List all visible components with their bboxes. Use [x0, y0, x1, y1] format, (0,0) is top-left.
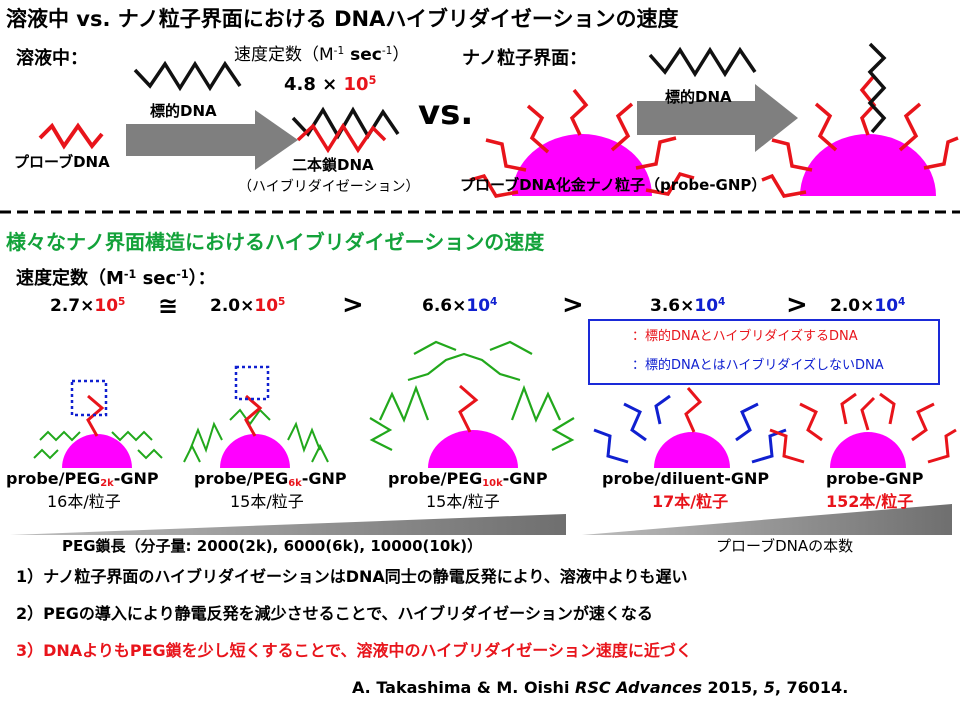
legend-red-text: ：標的DNAとハイブリダイズするDNA	[632, 329, 858, 344]
particle-probe-gnp	[769, 392, 957, 468]
target-dna-interface	[648, 46, 757, 78]
particle-label-diluent: probe/diluent-GNP	[602, 469, 770, 488]
particle-label-probe-gnp: probe-GNP	[826, 469, 924, 488]
relation-2: >	[342, 290, 364, 320]
peg-length-wedge	[10, 514, 566, 535]
solution-label: 溶液中：	[16, 48, 88, 69]
hybridized-target-top-right	[859, 42, 887, 136]
particle-count-diluent: 17本/粒子	[652, 492, 729, 511]
reaction-arrow-interface	[637, 84, 798, 152]
relation-1: ≅	[158, 292, 179, 320]
probe-strands-top-left	[469, 88, 695, 198]
particle-peg2k	[33, 379, 163, 468]
conclusion-1: 1）ナノ粒子界面のハイブリダイゼーションはDNA同士の静電反発により、溶液中より…	[16, 567, 688, 586]
rates-label: 速度定数（M-1 sec-1）：	[16, 267, 216, 289]
rate-value-3: 6.6×104	[422, 296, 498, 316]
probe-strands-top-right	[761, 102, 959, 198]
particle-diluent	[593, 387, 787, 468]
probe-axis-label: プローブDNAの本数	[716, 537, 854, 555]
duplex-dna-label: 二本鎖DNA	[292, 156, 374, 174]
target-dna-label-2: 標的DNA	[665, 88, 732, 106]
particle-label-peg10k: probe/PEG10k-GNP	[388, 469, 548, 489]
rate-value-5: 2.0×104	[830, 296, 906, 316]
reaction-arrow-solution	[126, 110, 298, 170]
particle-count-peg6k: 15本/粒子	[230, 492, 304, 511]
rate-value-2: 2.0×105	[210, 296, 286, 316]
rate-constant-label: 速度定数（M-1 sec-1）	[234, 45, 410, 65]
particle-count-probe-gnp: 152本/粒子	[826, 492, 914, 511]
interface-label: ナノ粒子界面：	[462, 48, 588, 69]
gnp-label: プローブDNA化金ナノ粒子（probe-GNP）	[460, 176, 767, 194]
section2-title: 様々なナノ界面構造におけるハイブリダイゼーションの速度	[6, 230, 545, 254]
conclusion-2: 2）PEGの導入により静電反発を減少させることで、ハイブリダイゼーションが速くな…	[16, 604, 653, 623]
target-dna-label: 標的DNA	[150, 102, 217, 120]
page-title: 溶液中 vs. ナノ粒子界面における DNAハイブリダイゼーションの速度	[6, 7, 679, 31]
rate-value-4: 3.6×104	[650, 296, 726, 316]
citation: A. Takashima & M. Oishi RSC Advances 201…	[352, 678, 849, 697]
relation-3: >	[562, 290, 584, 320]
particle-label-peg2k: probe/PEG2k-GNP	[6, 469, 159, 489]
peg-axis-label: PEG鎖長（分子量: 2000(2k), 6000(6k), 10000(10k…	[62, 537, 483, 555]
particle-count-peg2k: 16本/粒子	[47, 492, 121, 511]
particle-label-peg6k: probe/PEG6k-GNP	[194, 469, 347, 489]
duplex-dna	[291, 106, 400, 154]
probe-count-wedge	[582, 504, 952, 535]
hybridization-label: （ハイブリダイゼーション）	[238, 179, 420, 195]
versus-label: vs.	[418, 93, 474, 133]
particle-peg10k	[369, 340, 575, 468]
legend-box	[588, 319, 940, 385]
solution-rate-value: 4.8 × 105	[284, 73, 377, 95]
legend-blue-text: ：標的DNAとはハイブリダイズしないDNA	[632, 358, 884, 373]
rate-value-1: 2.7×105	[50, 296, 126, 316]
probe-dna-label: プローブDNA	[14, 153, 110, 171]
conclusion-3: 3）DNAよりもPEG鎖を少し短くすることで、溶液中のハイブリダイゼーション速度…	[16, 641, 692, 660]
particle-count-peg10k: 15本/粒子	[426, 492, 500, 511]
particle-peg6k	[183, 365, 329, 468]
relation-4: >	[786, 290, 808, 320]
probe-dna-solution	[38, 122, 104, 150]
target-dna-solution	[133, 60, 242, 92]
gnp-top-right	[800, 134, 936, 196]
